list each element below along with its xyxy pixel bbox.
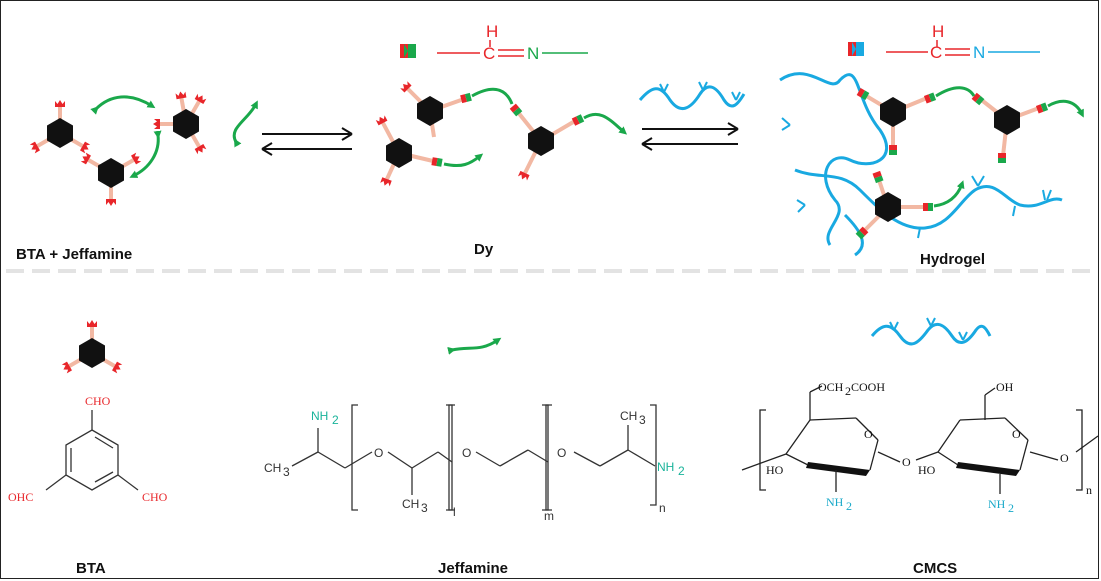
svg-text:NH: NH (988, 497, 1006, 511)
svg-text:m: m (544, 509, 554, 523)
jeffamine-chemical-structure (291, 404, 657, 511)
svg-text:O: O (864, 427, 873, 441)
bta-cho-right: CHO (142, 490, 168, 504)
svg-text:2: 2 (678, 464, 685, 478)
bta-jeffamine-mixture (29, 91, 258, 206)
jeffamine-chain (90, 95, 156, 115)
cmcs-chemical-structure (741, 385, 1099, 494)
svg-text:2: 2 (332, 413, 339, 427)
label-hydrogel: Hydrogel (920, 251, 985, 268)
svg-text:n: n (659, 501, 666, 515)
bta-molecule-2 (153, 91, 207, 155)
svg-text:3: 3 (283, 465, 290, 479)
svg-text:H: H (486, 22, 498, 41)
svg-text:l: l (453, 505, 456, 519)
bta-ohc-left: OHC (8, 490, 33, 504)
svg-text:3: 3 (639, 413, 646, 427)
svg-text:2: 2 (845, 384, 851, 398)
label-cmcs-bottom: CMCS (913, 560, 957, 577)
bta-molecule-1 (29, 100, 91, 154)
svg-text:NH: NH (826, 495, 844, 509)
equilibrium-arrows-1 (261, 127, 353, 156)
svg-text:2: 2 (846, 499, 852, 513)
svg-text:HO: HO (918, 463, 936, 477)
jeffamine-icon (447, 337, 502, 355)
label-bta-bottom: BTA (76, 560, 106, 577)
imine-legend-hydrogel: H C N (848, 22, 1040, 62)
bta-cho-top: CHO (85, 394, 111, 408)
label-jeffamine-bottom: Jeffamine (438, 560, 508, 577)
bta-chemical-structure (45, 410, 139, 491)
svg-text:HO: HO (766, 463, 784, 477)
bta-icon (61, 320, 123, 374)
svg-text:NH: NH (311, 409, 328, 423)
svg-text:O: O (902, 455, 911, 469)
label-dy: Dy (474, 241, 494, 258)
dy-network (375, 80, 628, 188)
svg-text:O: O (1012, 427, 1021, 441)
svg-text:N: N (973, 43, 985, 62)
svg-text:3: 3 (421, 501, 428, 515)
svg-text:O: O (374, 446, 383, 460)
svg-text:O: O (462, 446, 471, 460)
svg-text:C: C (483, 44, 495, 63)
svg-text:n: n (1086, 483, 1092, 497)
label-bta-jeffamine: BTA + Jeffamine (16, 246, 132, 263)
jeffamine-chain (232, 100, 258, 148)
svg-text:COOH: COOH (851, 380, 885, 394)
svg-text:CH: CH (402, 497, 419, 511)
hydrogel-network (779, 72, 1084, 257)
equilibrium-arrows-2 (641, 122, 739, 151)
svg-text:OH: OH (996, 380, 1014, 394)
imine-legend-dy: H C N (400, 22, 588, 63)
svg-text:OCH: OCH (818, 380, 844, 394)
bta-molecule-3 (80, 152, 142, 206)
svg-text:O: O (1060, 451, 1069, 465)
svg-text:NH: NH (657, 460, 674, 474)
svg-text:N: N (527, 44, 539, 63)
svg-text:O: O (557, 446, 566, 460)
svg-text:CH: CH (620, 409, 637, 423)
svg-text:C: C (930, 43, 942, 62)
jeffamine-chain (129, 130, 162, 178)
cmcs-chain-icon (638, 81, 746, 110)
svg-text:H: H (932, 22, 944, 41)
cmcs-icon (870, 317, 992, 346)
svg-text:CH: CH (264, 461, 281, 475)
svg-text:2: 2 (1008, 501, 1014, 515)
